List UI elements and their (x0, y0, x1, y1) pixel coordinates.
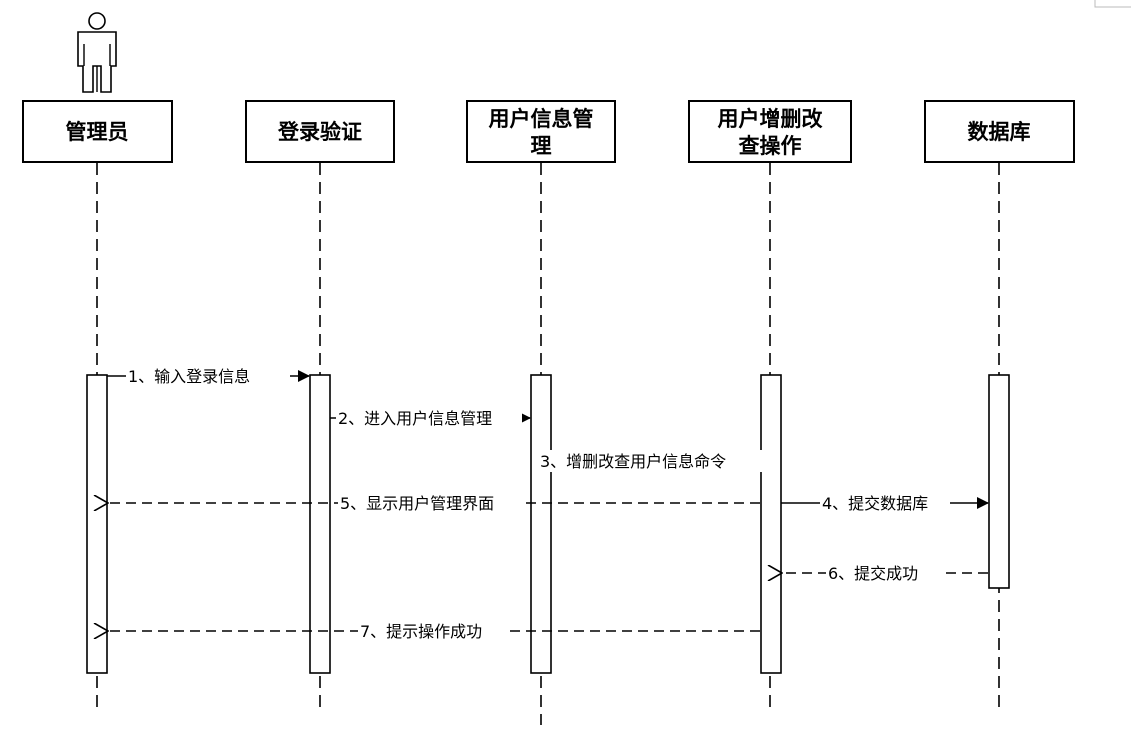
participant-label: 查操作 (739, 134, 802, 158)
message-2: 2、进入用户信息管理 (330, 407, 531, 429)
message-6: 6、提交成功 (782, 562, 988, 584)
message-label: 6、提交成功 (828, 564, 918, 583)
message-7: 7、提示操作成功 (108, 620, 760, 642)
activation-usermgmt (530, 374, 552, 674)
participant-crud: 用户增删改 查操作 (688, 100, 852, 163)
message-label: 4、提交数据库 (822, 494, 928, 513)
participant-db: 数据库 (924, 100, 1075, 163)
activation-login (309, 374, 331, 674)
person-icon (77, 12, 117, 93)
activation-admin (86, 374, 108, 674)
participant-admin: 管理员 (22, 100, 173, 163)
participant-label: 数据库 (968, 120, 1031, 144)
page-corner-mark (1094, 0, 1131, 8)
message-5: 5、显示用户管理界面 (108, 492, 760, 514)
participant-label: 登录验证 (277, 120, 362, 144)
participant-label: 用户增删改 (718, 107, 824, 131)
message-4: 4、提交数据库 (781, 492, 989, 514)
activation-crud (760, 374, 782, 674)
participant-label: 用户信息管 (489, 107, 594, 131)
message-label: 1、输入登录信息 (128, 367, 250, 386)
participant-usermgmt: 用户信息管 理 (466, 100, 616, 163)
activation-db (988, 374, 1010, 589)
message-1: 1、输入登录信息 (107, 365, 310, 387)
message-label: 3、增删改查用户信息命令 (540, 452, 726, 471)
message-label: 2、进入用户信息管理 (338, 409, 492, 428)
message-3: 3、增删改查用户信息命令 (538, 450, 762, 472)
participant-login: 登录验证 (245, 100, 395, 163)
message-label: 5、显示用户管理界面 (340, 494, 494, 513)
message-label: 7、提示操作成功 (360, 622, 482, 641)
participant-label: 管理员 (66, 120, 129, 144)
participant-label: 理 (531, 134, 552, 158)
